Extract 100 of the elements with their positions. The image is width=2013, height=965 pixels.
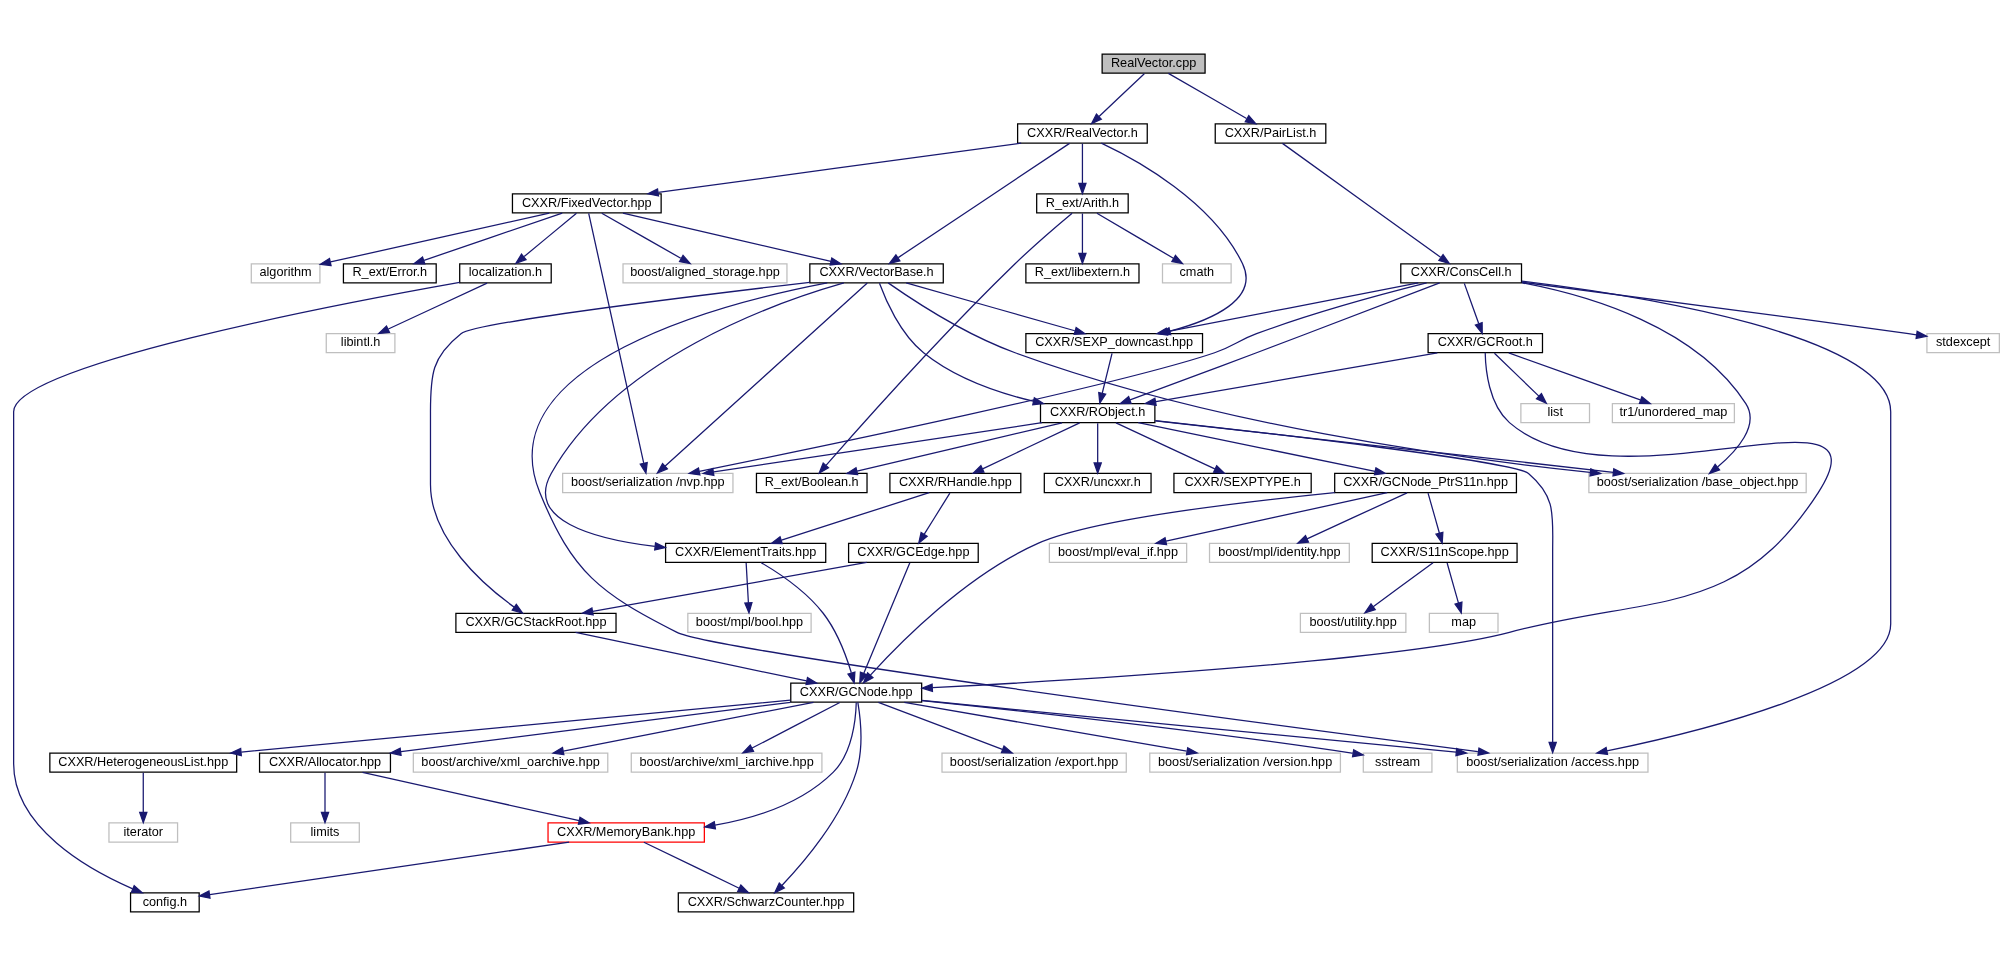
node-box: RealVector.cpp xyxy=(1101,52,1206,74)
node-box: localization.h xyxy=(459,262,552,283)
node-box: boost/aligned_storage.hpp xyxy=(622,262,788,283)
node-box: CXXR/GCStackRoot.hpp xyxy=(455,612,617,633)
arrow xyxy=(971,421,1081,474)
node-box: stdexcept xyxy=(1926,332,2000,353)
arrow xyxy=(1446,561,1463,615)
arrow xyxy=(1096,212,1185,265)
arrow xyxy=(318,211,550,266)
node-box: CXXR/RHandle.hpp xyxy=(889,472,1022,493)
arrow xyxy=(905,281,1087,335)
node-box: boost/serialization /base_object.hpp xyxy=(1588,472,1807,493)
node-box: boost/mpl/eval_if.hpp xyxy=(1048,542,1188,563)
arrow xyxy=(845,421,1063,475)
arrow xyxy=(702,701,857,830)
arrow xyxy=(887,281,1603,477)
arrow xyxy=(1508,351,1653,404)
arrow xyxy=(760,561,856,685)
node-box: CXXR/RObject.h xyxy=(1039,402,1156,423)
arrow xyxy=(773,701,862,894)
node-box: CXXR/ElementTraits.hpp xyxy=(664,542,827,563)
arrow xyxy=(361,771,591,825)
node-box: CXXR/PairList.h xyxy=(1214,122,1327,144)
arrow xyxy=(551,701,815,755)
arrow xyxy=(1296,491,1408,544)
arrow xyxy=(1143,351,1439,406)
node-box: sstream xyxy=(1362,751,1433,773)
arrow xyxy=(643,841,751,893)
node-box: iterator xyxy=(108,821,179,843)
arrow xyxy=(197,840,570,899)
node-box: CXXR/SchwarzCounter.hpp xyxy=(677,891,855,913)
node-box: libintl.h xyxy=(325,332,396,353)
arrow xyxy=(13,281,461,894)
arrow xyxy=(588,212,648,475)
arrow xyxy=(1154,419,1558,755)
arrow xyxy=(544,281,845,551)
arrow xyxy=(320,771,330,825)
arrow xyxy=(1493,352,1548,405)
node-box: CXXR/FixedVector.hpp xyxy=(511,192,662,214)
arrow xyxy=(228,699,792,756)
arrow xyxy=(1078,212,1087,265)
node-box: CXXR/GCNode.hpp xyxy=(790,682,923,703)
node-box: map xyxy=(1428,612,1499,633)
arrow xyxy=(574,631,819,685)
node-box: boost/archive/xml_oarchive.hpp xyxy=(412,751,609,773)
arrow xyxy=(1363,561,1434,614)
node-box: CXXR/uncxxr.h xyxy=(1043,472,1152,493)
arrow xyxy=(859,561,911,685)
node-box: CXXR/GCNode_PtrS11n.hpp xyxy=(1334,472,1518,493)
node-box: tr1/unordered_map xyxy=(1611,402,1736,423)
node-box: boost/utility.hpp xyxy=(1299,612,1407,633)
node-box: cmath xyxy=(1161,262,1232,283)
node-box: boost/serialization /version.hpp xyxy=(1149,751,1342,773)
arrow xyxy=(1167,72,1258,125)
node-box: CXXR/SEXP_downcast.hpp xyxy=(1025,332,1204,353)
arrow xyxy=(887,142,1071,265)
arrow xyxy=(656,281,868,474)
node-box: limits xyxy=(290,821,360,843)
arrow xyxy=(429,281,811,614)
node-box: R_ext/Error.h xyxy=(342,262,437,283)
arrow xyxy=(878,282,1046,405)
node-box: CXXR/GCEdge.hpp xyxy=(847,542,979,563)
node-box: list xyxy=(1520,402,1591,423)
arrow xyxy=(377,281,488,334)
arrow xyxy=(877,701,1015,754)
arrow xyxy=(1281,142,1451,265)
arrow xyxy=(1090,72,1145,125)
arrow xyxy=(1078,142,1087,195)
arrow xyxy=(687,281,1428,476)
arrow xyxy=(903,701,1200,756)
node-box: CXXR/RealVector.h xyxy=(1017,122,1148,144)
node-box: boost/mpl/bool.hpp xyxy=(687,612,812,633)
arrow xyxy=(601,212,692,265)
arrow xyxy=(862,491,1336,684)
arrow xyxy=(741,701,841,754)
arrow xyxy=(1463,282,1483,335)
arrow xyxy=(1118,281,1441,404)
node-box: CXXR/Allocator.hpp xyxy=(258,751,392,773)
node-box: R_ext/libextern.h xyxy=(1025,262,1140,283)
arrow xyxy=(514,212,578,265)
node-box: CXXR/ConsCell.h xyxy=(1400,262,1523,283)
arrow xyxy=(1521,281,1751,475)
arrow xyxy=(1521,281,1929,339)
node-box: boost/mpl/identity.hpp xyxy=(1208,542,1350,563)
arrow xyxy=(1427,491,1444,545)
arrow xyxy=(917,491,951,545)
arrow xyxy=(1154,491,1388,545)
arrow xyxy=(531,281,1491,756)
node-box: CXXR/SEXPTYPE.h xyxy=(1173,472,1312,493)
node-box: R_ext/Arith.h xyxy=(1036,192,1129,214)
node-box: algorithm xyxy=(250,262,321,283)
arrow xyxy=(1093,422,1103,475)
node-box: CXXR/S11nScope.hpp xyxy=(1371,542,1518,563)
node-box: R_ext/Boolean.h xyxy=(755,472,868,493)
arrow xyxy=(920,351,1831,692)
node-box: boost/serialization /access.hpp xyxy=(1456,751,1649,773)
node-box: CXXR/GCRoot.h xyxy=(1427,332,1544,353)
arrow xyxy=(622,211,843,266)
node-box: config.h xyxy=(129,891,200,913)
arrow xyxy=(817,212,1073,475)
